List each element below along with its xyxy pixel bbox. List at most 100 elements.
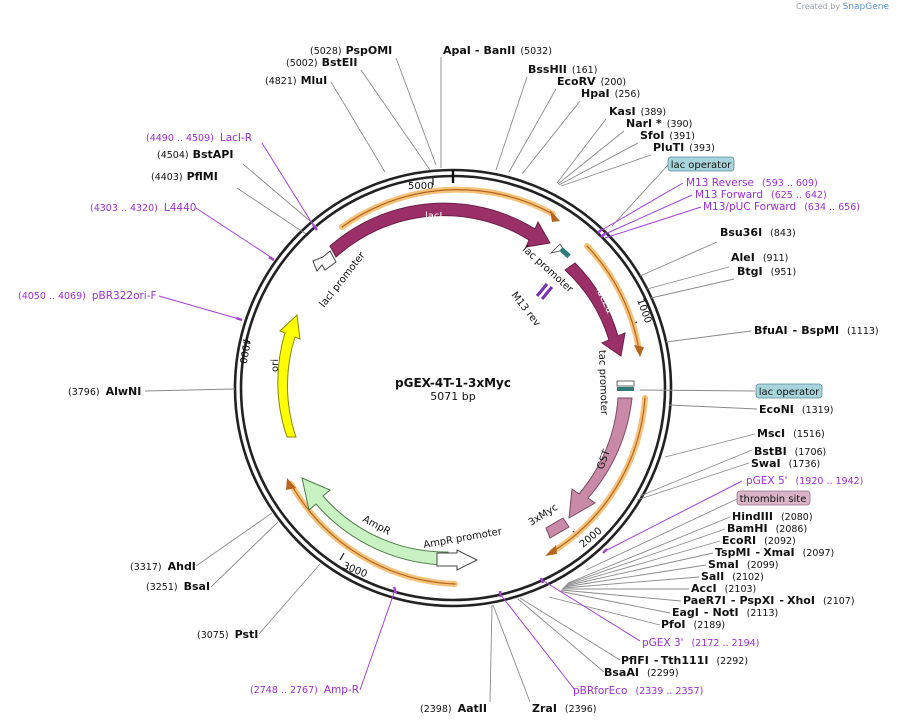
site-econi: EcoNI(1319) xyxy=(759,403,833,416)
site-bamhi: BamHI(2086) xyxy=(727,522,807,535)
site-swai: SwaI(1736) xyxy=(751,457,820,470)
plasmid-name: pGEX-4T-1-3xMyc xyxy=(395,376,511,390)
leader-btgi xyxy=(650,278,735,299)
lacZa-feature xyxy=(564,262,626,357)
pleader-l4440 xyxy=(195,207,273,259)
site-alwni: (3796)AlwNI xyxy=(68,385,141,398)
leader-msci xyxy=(664,433,756,458)
leader-swai xyxy=(636,462,750,501)
primer-amp-r: (2748 .. 2767)Amp-R xyxy=(250,684,359,696)
lacI-track-arrow xyxy=(550,210,560,222)
leader-zrai xyxy=(492,604,531,703)
pleader-pgex3 xyxy=(541,579,641,642)
site-btgi: BtgI(951) xyxy=(737,265,796,278)
3xMyc-feature xyxy=(545,517,570,539)
leader-pflmi xyxy=(236,187,307,235)
site-hpai: HpaI(256) xyxy=(581,87,640,100)
site-zrai: ZraI(2396) xyxy=(532,702,597,715)
lac-operator-tag-1: lac operator xyxy=(667,156,735,172)
leader-pluti xyxy=(560,154,652,187)
leader-econi xyxy=(668,404,758,410)
site-psti: (3075)PstI xyxy=(197,628,258,641)
pleader-pbr322ori xyxy=(158,295,240,320)
lac-operator-tag-1-label: lac operator xyxy=(671,160,732,171)
site-alei: AleI(911) xyxy=(731,251,788,264)
primer-laci-r: (4490 .. 4509)LacI-R xyxy=(146,132,252,144)
site-sali: SalI(2102) xyxy=(701,570,764,583)
leader-tspmi xyxy=(564,552,714,587)
AmpR-promoter-label: AmpR promoter xyxy=(423,526,504,551)
primer-pbr322ori-f: (4050 .. 4069)pBR322ori-F xyxy=(18,290,157,302)
leader-sali xyxy=(562,576,700,589)
site-sfoi: SfoI(391) xyxy=(640,129,695,142)
AmpR-feature xyxy=(301,477,449,566)
site-pflmi: (4403)PflMI xyxy=(151,170,218,183)
site-apai-banii: ApaI-BanII(5032) xyxy=(443,44,552,57)
pleader-pbrforeco xyxy=(499,593,576,691)
pleader-laci-r xyxy=(261,142,316,229)
primer-leader-lines xyxy=(158,142,743,691)
leader-ecori xyxy=(565,540,721,586)
thrombin-site-tag-label: thrombin site xyxy=(740,494,807,505)
leader-aatii xyxy=(489,604,493,703)
leader-kasi xyxy=(556,118,607,184)
plasmid-length: 5071 bp xyxy=(430,390,475,403)
primer-m13-forward: M13 Forward(625 .. 642) xyxy=(695,189,827,201)
site-ecori: EcoRI(2092) xyxy=(722,534,796,547)
site-labels: (5028)PspOMI (5002)BstEII (4821)MluI Apa… xyxy=(68,44,879,715)
site-pspomi: (5028)PspOMI xyxy=(310,44,392,57)
lac-promoter-feature xyxy=(549,243,571,259)
AmpR-promoter-feature xyxy=(436,549,479,571)
ampr-track-arrow xyxy=(286,478,296,490)
ori-feature xyxy=(277,313,301,438)
leader-ecorv xyxy=(508,88,557,173)
leader-bfuai xyxy=(665,330,752,343)
site-pflfi-tth111i: PflFI-Tth111I(2292) xyxy=(621,654,748,667)
site-bsu36i: Bsu36I(843) xyxy=(720,226,796,239)
leader-bsai xyxy=(210,521,279,588)
site-pluti: PluTI(393) xyxy=(653,141,715,154)
leader-thrombin xyxy=(585,498,738,571)
pleader-ampr xyxy=(359,589,396,691)
site-kasi: KasI(389) xyxy=(609,105,666,118)
lacI-promoter-feature xyxy=(312,250,337,272)
snapgene-credit: Created by SnapGene xyxy=(796,2,889,12)
primer-pgex5: pGEX 5'(1920 .. 1942) xyxy=(746,475,863,487)
tac-promoter-feature xyxy=(616,380,635,391)
site-hindiii: HindIII(2080) xyxy=(732,510,813,523)
leader-bamhi xyxy=(566,528,726,585)
lac-operator-tag-2: lac operator xyxy=(755,383,823,399)
site-nari: NarI *(390) xyxy=(626,117,692,130)
leader-hindiii xyxy=(567,516,731,584)
lac-operator-tag-2-label: lac operator xyxy=(759,387,820,398)
leader-bsaai xyxy=(517,598,605,673)
GST-feature xyxy=(568,397,633,519)
primer-labels: (4490 .. 4509)LacI-R (4303 .. 4320)L4440… xyxy=(18,132,863,697)
leader-eagi xyxy=(558,590,671,614)
pleader-m13puc xyxy=(604,206,702,239)
site-bsaai: BsaAI(2299) xyxy=(604,666,679,679)
leader-nari xyxy=(557,130,625,185)
leader-bsu36i xyxy=(639,241,718,277)
site-eagi-noti: EagI-NotI(2113) xyxy=(672,606,778,619)
site-acci: AccI(2103) xyxy=(691,582,756,595)
leader-pspomi xyxy=(395,57,437,166)
site-aatii: (2398)AatII xyxy=(420,702,487,715)
site-bstbi: BstBI(1706) xyxy=(754,445,826,458)
leader-hpai xyxy=(521,100,581,175)
site-ecorv: EcoRV(200) xyxy=(557,75,626,88)
tick-label-1000: 1000 xyxy=(634,297,653,325)
credit-prefix: Created by xyxy=(796,2,841,11)
lacZa-track-arrow xyxy=(634,345,644,357)
site-msci: MscI(1516) xyxy=(757,427,825,440)
leader-paer7i xyxy=(560,589,682,602)
site-bfuai-bspmi: BfuAI-BspMI(1113) xyxy=(754,324,879,337)
site-ahdi: (3317)AhdI xyxy=(130,560,196,573)
leader-sfoi xyxy=(558,142,639,186)
leader-lac-operator-2 xyxy=(639,389,756,392)
leader-alwni xyxy=(144,388,236,392)
m13-rev-feature xyxy=(535,283,554,300)
leader-ahdi xyxy=(195,512,273,567)
thrombin-site-tag: thrombin site xyxy=(736,490,811,506)
